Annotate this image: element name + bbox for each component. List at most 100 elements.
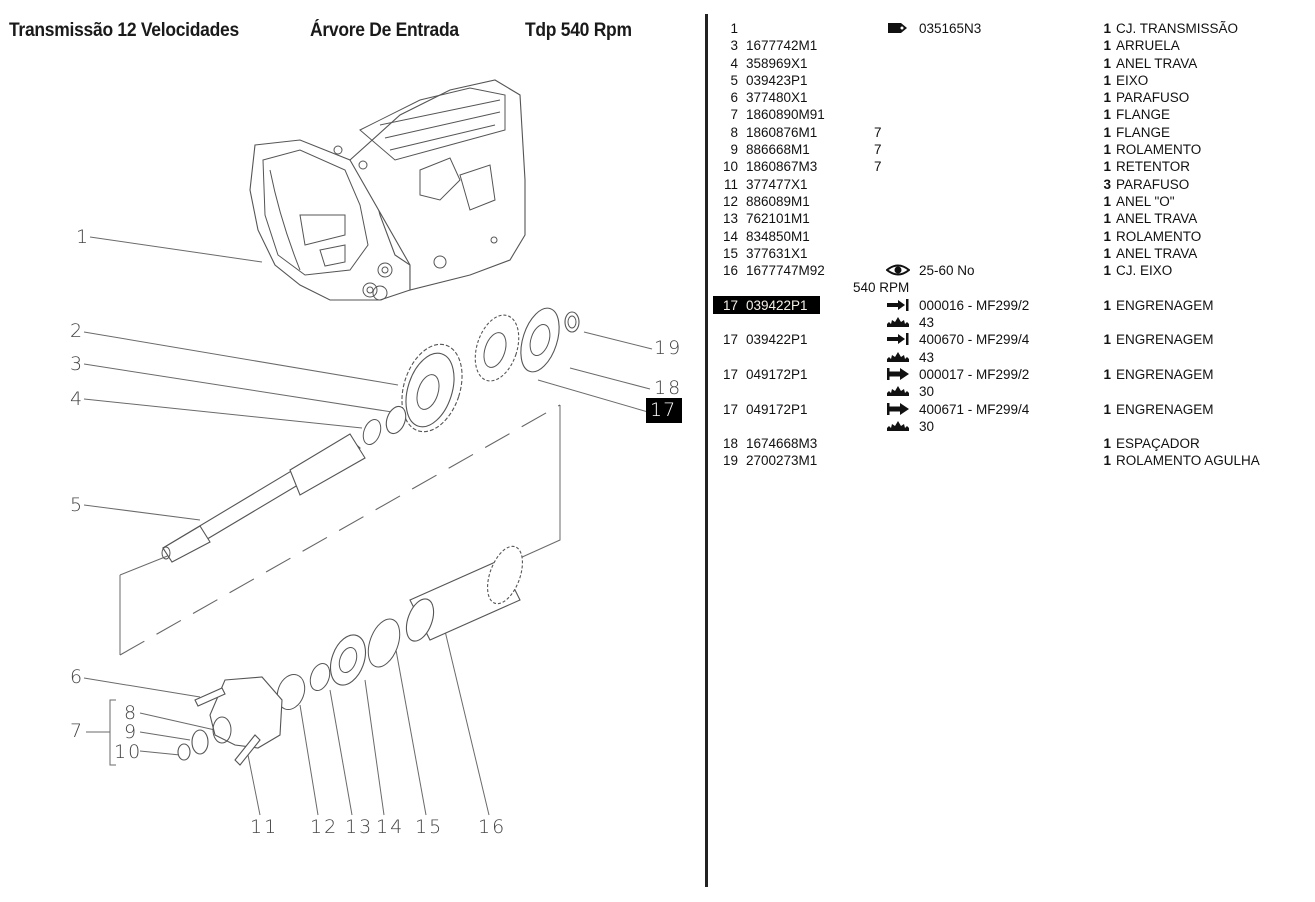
- callout-3[interactable]: 3: [70, 353, 85, 375]
- part-number[interactable]: 377480X1: [746, 90, 808, 106]
- part-number[interactable]: 358969X1: [746, 55, 808, 71]
- part-number[interactable]: 886089M1: [746, 193, 810, 209]
- part-number[interactable]: 377477X1: [746, 176, 808, 192]
- part-number[interactable]: 039423P1: [746, 72, 808, 88]
- part-number[interactable]: 1860890M91: [746, 107, 825, 123]
- part-transmission-housing[interactable]: [249, 79, 526, 301]
- part-number[interactable]: 2700273M1: [746, 453, 818, 469]
- eye-icon: [886, 264, 910, 276]
- part-gear-17[interactable]: [467, 309, 526, 386]
- part-number[interactable]: 039422P1: [746, 297, 808, 313]
- part-number[interactable]: 1860876M1: [746, 124, 818, 140]
- part-snap-ring-15[interactable]: [362, 615, 405, 672]
- part-note-text-2: 43: [919, 349, 935, 365]
- part-shaft-5[interactable]: [161, 433, 366, 563]
- part-shaft-16[interactable]: [401, 542, 529, 645]
- callout-10[interactable]: 10: [114, 741, 143, 763]
- ref-number: 4: [730, 55, 738, 71]
- part-description: FLANGE: [1116, 107, 1171, 123]
- part-bearing-9[interactable]: [191, 729, 209, 755]
- callout-7[interactable]: 7: [70, 720, 85, 742]
- part-description: ENGRENAGEM: [1116, 297, 1214, 313]
- ref-number: 17: [722, 401, 738, 417]
- callout-19[interactable]: 19: [654, 337, 683, 359]
- part-snap-ring-4[interactable]: [360, 417, 384, 447]
- callout-6[interactable]: 6: [70, 666, 85, 688]
- part-number[interactable]: 1674668M3: [746, 436, 818, 452]
- part-number[interactable]: 377631X1: [746, 245, 808, 261]
- callout-5[interactable]: 5: [70, 494, 85, 516]
- part-bearing-19[interactable]: [564, 311, 580, 333]
- part-number[interactable]: 049172P1: [746, 401, 808, 417]
- callout-11[interactable]: 11: [250, 816, 279, 838]
- part-flange-7[interactable]: [209, 676, 283, 749]
- quantity: 1: [1103, 142, 1111, 158]
- part-number[interactable]: 886668M1: [746, 142, 810, 158]
- callout-12[interactable]: 12: [310, 816, 339, 838]
- callout-1[interactable]: 1: [76, 226, 91, 248]
- part-number[interactable]: 1860867M3: [746, 159, 818, 175]
- part-description: ANEL "O": [1116, 193, 1175, 209]
- part-seal-10[interactable]: [177, 743, 191, 761]
- callout-14[interactable]: 14: [376, 816, 405, 838]
- part-bolt-11[interactable]: [234, 734, 261, 766]
- callout-9[interactable]: 9: [124, 721, 139, 743]
- callout-2[interactable]: 2: [70, 320, 85, 342]
- part-note-text: 000016 - MF299/2: [919, 297, 1030, 313]
- callout-8[interactable]: 8: [124, 702, 139, 724]
- quantity: 1: [1103, 263, 1111, 279]
- part-number[interactable]: 834850M1: [746, 228, 810, 244]
- ref-number: 1: [730, 21, 738, 36]
- ref-number: 9: [730, 142, 738, 158]
- part-number[interactable]: 762101M1: [746, 211, 810, 227]
- callout-16[interactable]: 16: [478, 816, 507, 838]
- part-number[interactable]: 049172P1: [746, 366, 808, 382]
- callout-4[interactable]: 4: [70, 388, 85, 410]
- part-number[interactable]: 1677747M92: [746, 263, 825, 279]
- part-bearing-14[interactable]: [324, 630, 372, 690]
- gear-teeth-icon: [886, 420, 910, 432]
- part-description: ENGRENAGEM: [1116, 401, 1214, 417]
- part-gear-2[interactable]: [391, 337, 472, 440]
- callout-18[interactable]: 18: [654, 377, 683, 399]
- part-number[interactable]: 039422P1: [746, 332, 808, 348]
- part-washer-3[interactable]: [383, 404, 409, 436]
- part-snap-ring-13[interactable]: [307, 661, 333, 693]
- ref-number: 12: [722, 193, 738, 209]
- arrow-to-bar-icon: [886, 298, 910, 311]
- callout-17-highlighted[interactable]: 17: [646, 398, 683, 423]
- part-spacer-18[interactable]: [514, 303, 567, 376]
- part-number[interactable]: 1677742M1: [746, 38, 818, 54]
- ref-number: 7: [730, 107, 738, 123]
- quantity: 1: [1103, 211, 1111, 227]
- part-description: ENGRENAGEM: [1116, 366, 1214, 382]
- gear-teeth-icon: [886, 385, 910, 397]
- callout-15[interactable]: 15: [415, 816, 444, 838]
- part-o-ring-12[interactable]: [273, 671, 310, 714]
- callout-13[interactable]: 13: [345, 816, 374, 838]
- part-bolt-6[interactable]: [194, 687, 226, 707]
